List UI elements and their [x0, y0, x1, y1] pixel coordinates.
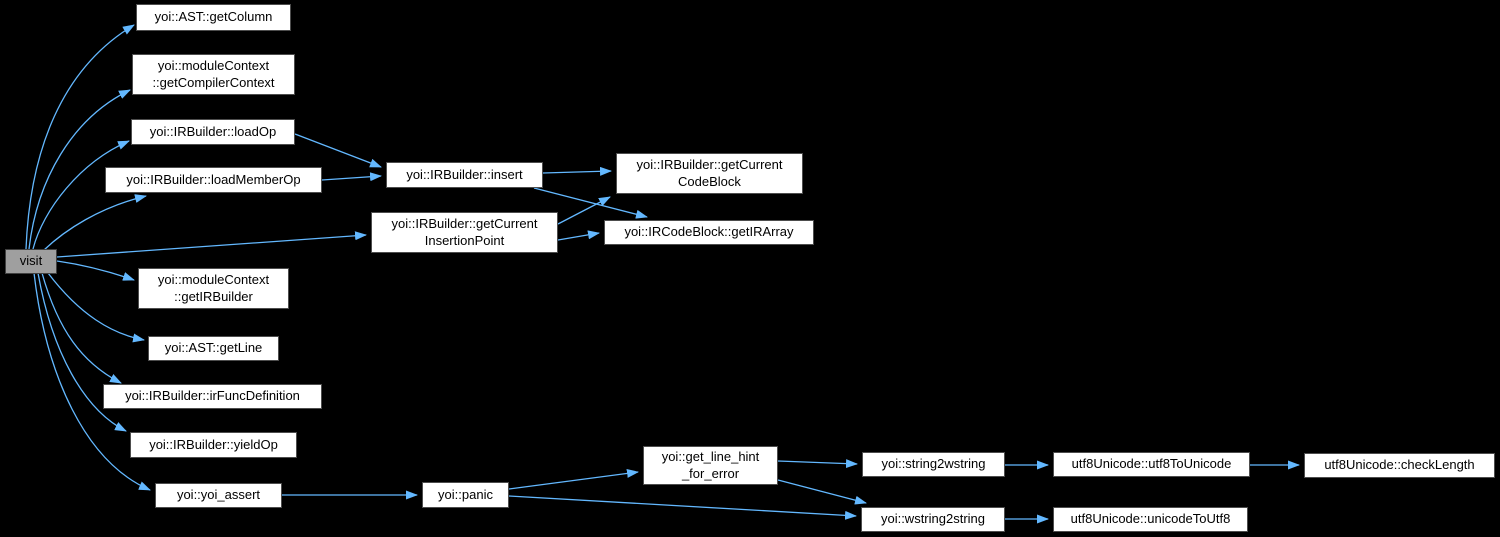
node-module-context-get-compiler-context[interactable]: yoi::moduleContext ::getCompilerContext: [132, 54, 295, 95]
edge-get-line-hint-to-wstring2string: [777, 479, 867, 505]
node-check-length[interactable]: utf8Unicode::checkLength: [1304, 453, 1495, 478]
node-utf8-to-unicode[interactable]: utf8Unicode::utf8ToUnicode: [1053, 452, 1250, 477]
node-irbuilder-yield-op[interactable]: yoi::IRBuilder::yieldOp: [130, 432, 297, 458]
edge-visit-to-yield-op: [37, 272, 127, 432]
node-irbuilder-get-current-insertion-point[interactable]: yoi::IRBuilder::getCurrent InsertionPoin…: [371, 212, 558, 253]
edge-insert-to-get-current-code-block: [542, 166, 612, 176]
edge-panic-to-wstring2string: [508, 495, 857, 520]
node-get-line-hint-for-error[interactable]: yoi::get_line_hint _for_error: [643, 446, 778, 485]
edge-visit-to-get-compiler-context: [28, 89, 131, 250]
node-irbuilder-load-op[interactable]: yoi::IRBuilder::loadOp: [131, 119, 295, 145]
node-ast-get-line[interactable]: yoi::AST::getLine: [148, 336, 279, 361]
edge-visit-to-load-member-op: [43, 194, 147, 251]
edge-get-current-insertion-point-to-get-ir-array: [557, 230, 600, 241]
edge-visit-to-load-op: [32, 140, 130, 250]
edge-insert-to-get-ir-array: [533, 187, 648, 219]
node-irbuilder-load-member-op[interactable]: yoi::IRBuilder::loadMemberOp: [105, 167, 322, 193]
edge-load-op-to-insert: [294, 133, 382, 168]
node-wstring2string[interactable]: yoi::wstring2string: [861, 507, 1005, 532]
edge-visit-to-yoi-assert: [33, 272, 151, 491]
node-irbuilder-insert[interactable]: yoi::IRBuilder::insert: [386, 162, 543, 188]
node-irbuilder-ir-func-definition[interactable]: yoi::IRBuilder::irFuncDefinition: [103, 384, 322, 409]
node-yoi-assert[interactable]: yoi::yoi_assert: [155, 483, 282, 508]
edge-panic-to-get-line-hint: [508, 468, 639, 490]
node-string2wstring[interactable]: yoi::string2wstring: [862, 452, 1005, 477]
edge-get-line-hint-to-string2wstring: [777, 459, 858, 469]
node-ircodeblock-get-ir-array[interactable]: yoi::IRCodeBlock::getIRArray: [604, 220, 814, 245]
node-unicode-to-utf8[interactable]: utf8Unicode::unicodeToUtf8: [1053, 507, 1248, 532]
node-irbuilder-get-current-code-block[interactable]: yoi::IRBuilder::getCurrent CodeBlock: [616, 153, 803, 194]
node-visit: visit: [5, 249, 57, 274]
edge-visit-to-ast-get-line: [47, 272, 145, 343]
edge-visit-to-ir-func-definition: [41, 272, 122, 384]
edge-visit-to-get-ir-builder: [56, 260, 135, 281]
edge-visit-to-ast-get-column: [25, 24, 135, 250]
node-module-context-get-ir-builder[interactable]: yoi::moduleContext ::getIRBuilder: [138, 268, 289, 309]
edge-load-member-op-to-insert: [321, 172, 382, 182]
edge-visit-to-get-current-insertion-point: [56, 231, 367, 258]
edge-get-current-insertion-point-to-get-current-code-block: [557, 196, 611, 225]
node-ast-get-column[interactable]: yoi::AST::getColumn: [136, 4, 291, 31]
node-yoi-panic[interactable]: yoi::panic: [422, 482, 509, 508]
